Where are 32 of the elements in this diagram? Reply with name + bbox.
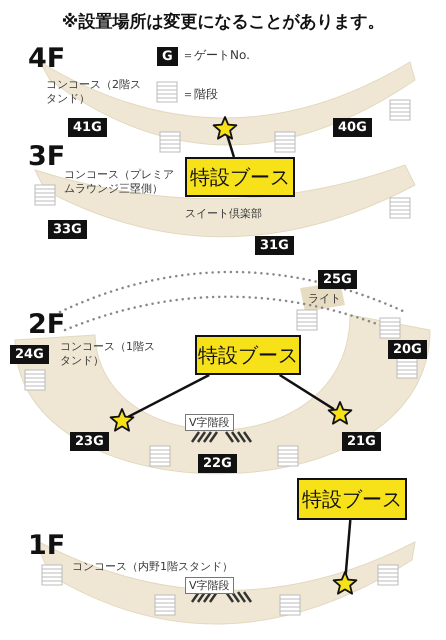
booth-box: 特設ブース <box>297 478 407 520</box>
legend-text: ＝階段 <box>182 86 218 103</box>
gate-number: 41G <box>68 118 107 137</box>
floor-label: 1F <box>28 532 66 559</box>
gate-number: 25G <box>318 270 357 289</box>
gate-number: 22G <box>198 454 237 473</box>
gate-number: 21G <box>342 432 381 451</box>
title: ※設置場所は変更になることがあります。 <box>60 11 386 33</box>
gate-number: 40G <box>333 118 372 137</box>
stairs-label: V字階段 <box>185 577 234 594</box>
floor-label: 3F <box>28 143 66 170</box>
leader-line <box>226 134 236 158</box>
gate-number: 31G <box>255 236 294 255</box>
legend-text: ＝ゲートNo. <box>182 47 250 64</box>
floor-label: 4F <box>28 45 66 72</box>
area-label: コンコース（プレミアムラウンジ三塁側） <box>64 168 175 196</box>
area-label: コンコース（2階スタンド） <box>46 78 141 106</box>
area-label: スイート倶楽部 <box>185 207 262 221</box>
booth-box: 特設ブース <box>195 335 301 375</box>
leader-line <box>128 374 210 418</box>
leader-line <box>279 374 335 410</box>
gate-sample: G <box>157 47 178 66</box>
gate-number: 24G <box>10 345 49 364</box>
area-label: コンコース（内野1階スタンド） <box>72 560 233 574</box>
gate-number: 20G <box>388 340 427 359</box>
area-label: ライト <box>308 292 341 306</box>
stairs-label: V字階段 <box>185 414 234 432</box>
floor-label: 2F <box>28 311 66 338</box>
area-label: コンコース（1階スタンド） <box>60 340 156 368</box>
gate-number: 33G <box>48 220 87 239</box>
booth-box: 特設ブース <box>185 157 295 197</box>
gate-number: 23G <box>70 432 109 451</box>
